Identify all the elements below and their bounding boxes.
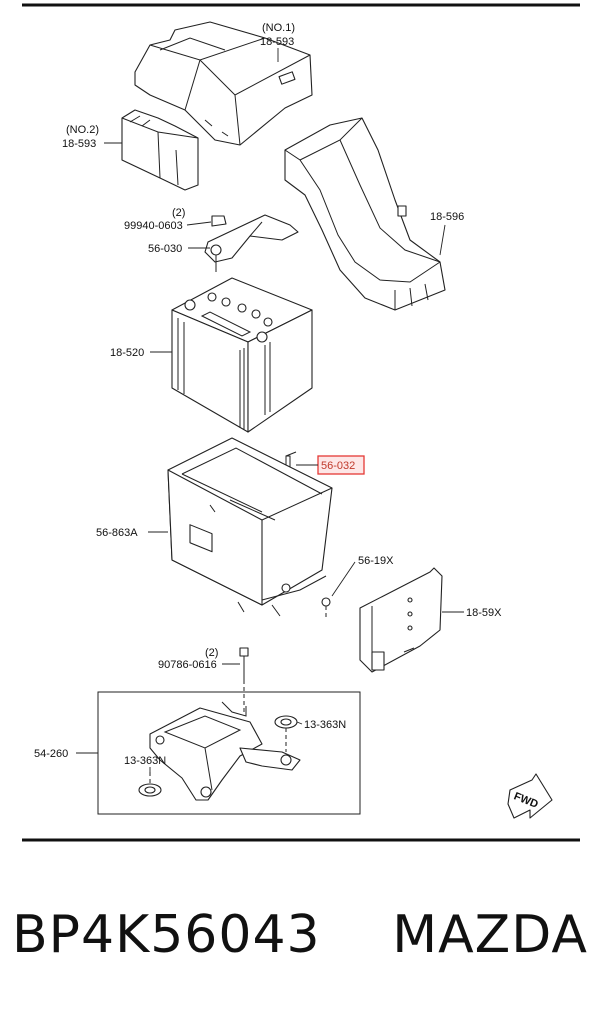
hold-down-clamp: [204, 214, 299, 272]
callout-grommet-left: 13-363N: [124, 755, 166, 767]
base-bolt: [239, 647, 249, 712]
callout-battery: 18-520: [110, 347, 144, 359]
callout-base-assembly: 54-260: [34, 748, 68, 760]
footer-caption: BP4K56043 MAZDA: [0, 890, 600, 980]
terminal-cover-no2: [121, 109, 199, 191]
clamp-nut: [211, 215, 227, 227]
base-bracket: [149, 701, 301, 801]
callout-bracket-rod: 56-032: [321, 460, 355, 472]
part-number: BP4K56043: [12, 905, 321, 965]
battery-cover-no1: [134, 21, 313, 146]
callout-no1-part: 18-593: [260, 36, 294, 48]
brand-name: MAZDA: [392, 905, 588, 965]
callout-grommet-right: 13-363N: [304, 719, 346, 731]
callout-screw: 56-19X: [358, 555, 394, 567]
air-duct: [284, 117, 446, 311]
callout-no1-qty: (NO.1): [262, 22, 295, 34]
callout-bolt-part: 99940-0603: [124, 220, 183, 232]
callout-base-bolt-qty: (2): [205, 647, 218, 659]
callout-clamp: 56-030: [148, 243, 182, 255]
callout-tray: 56-863A: [96, 527, 138, 539]
fwd-arrow-icon: FWD: [507, 773, 553, 819]
callout-no2-part: 18-593: [62, 138, 96, 150]
battery: [171, 277, 313, 433]
callout-no2-qty: (NO.2): [66, 124, 99, 136]
callout-duct: 18-596: [430, 211, 464, 223]
heat-shield: [359, 567, 443, 673]
callout-shield: 18-59X: [466, 607, 502, 619]
grommet-left: [138, 772, 162, 797]
callout-bolt-qty: (2): [172, 207, 185, 219]
grommet-right: [274, 715, 298, 752]
battery-tray: [167, 437, 333, 617]
tray-screw: [321, 597, 331, 620]
callout-base-bolt: 90786-0616: [158, 659, 217, 671]
